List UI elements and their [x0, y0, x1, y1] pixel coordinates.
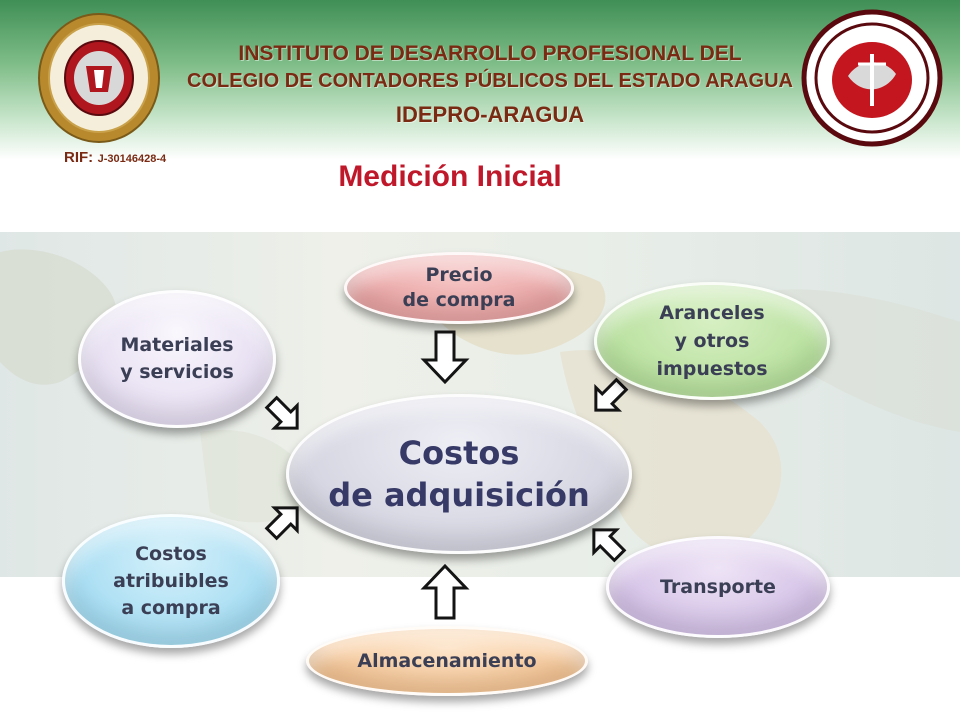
- institute-logo-left: [38, 13, 160, 143]
- rif-number: RIF: J-30146428-4: [64, 149, 166, 167]
- arrow-down-left-icon: [594, 377, 629, 412]
- node-costos-de-adquisicion: Costos de adquisición: [286, 394, 632, 554]
- arrow-up-icon: [420, 563, 470, 620]
- node-almacenamiento: Almacenamiento: [306, 626, 588, 696]
- node-transporte: Transporte: [606, 536, 830, 638]
- node-aranceles: Aranceles y otros impuestos: [594, 282, 830, 400]
- rif-label: RIF:: [64, 149, 94, 166]
- node-precio-de-compra: Precio de compra: [344, 252, 574, 324]
- node-materiales-y-servicios: Materiales y servicios: [78, 290, 276, 428]
- institute-name-line2: COLEGIO DE CONTADORES PÚBLICOS DEL ESTAD…: [187, 70, 793, 92]
- arrow-up-right-icon: [264, 506, 299, 541]
- institute-name-line1: INSTITUTO DE DESARROLLO PROFESIONAL DEL: [238, 42, 742, 65]
- slide-title: Medición Inicial: [338, 160, 562, 193]
- colegio-logo-right: [801, 9, 943, 147]
- rif-value: J-30146428-4: [97, 153, 167, 165]
- institute-acronym: IDEPRO-ARAGUA: [395, 102, 585, 127]
- node-costos-atribuibles: Costos atribuibles a compra: [62, 514, 280, 648]
- header-banner: [0, 0, 960, 160]
- arrow-up-left-icon: [592, 528, 627, 563]
- arrow-down-right-icon: [264, 395, 299, 430]
- arrow-down-icon: [420, 330, 470, 385]
